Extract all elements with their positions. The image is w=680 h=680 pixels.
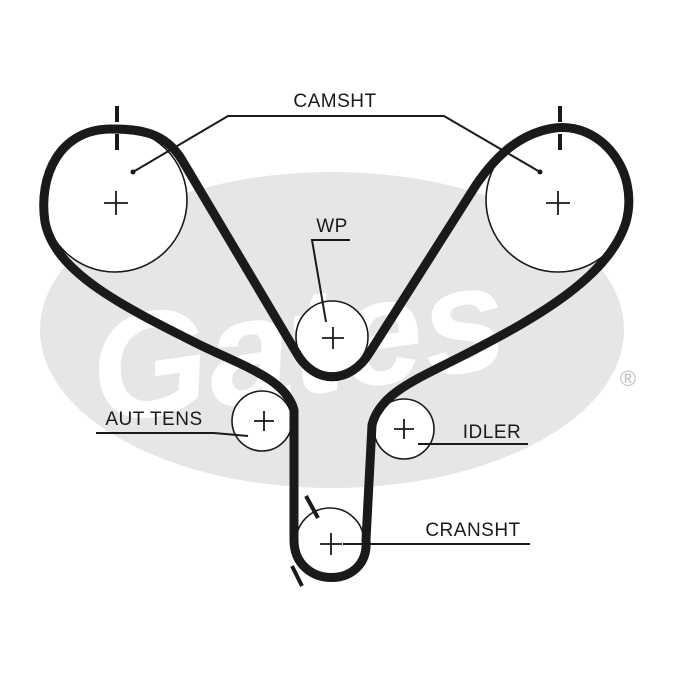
water-pump-leader [310,239,350,323]
timing-belt [39,123,634,582]
camshaft-leader-dot-left [130,169,136,175]
camshaft-leader [132,115,541,173]
camshaft-label: CAMSHT [293,91,376,112]
auto-tensioner-label: AUT TENS [105,409,202,430]
crankshaft-center-icon [320,533,342,555]
camshaft-leader-dot-right [537,169,543,175]
crank-timing-mark-bottom [290,565,304,587]
tensioner-leader [96,432,249,437]
right-cam-center-icon [546,191,570,215]
tensioner-center-icon [254,411,274,431]
watermark-registered: ® [620,366,636,391]
crank-timing-mark-top [304,495,320,519]
crankshaft-label: CRANSHT [425,520,520,541]
idler-center-icon [394,419,414,439]
water-pump-center-icon [322,327,344,349]
left-cam-center-icon [104,191,128,215]
idler-label: IDLER [463,422,521,443]
water-pump-label: WP [316,216,348,237]
